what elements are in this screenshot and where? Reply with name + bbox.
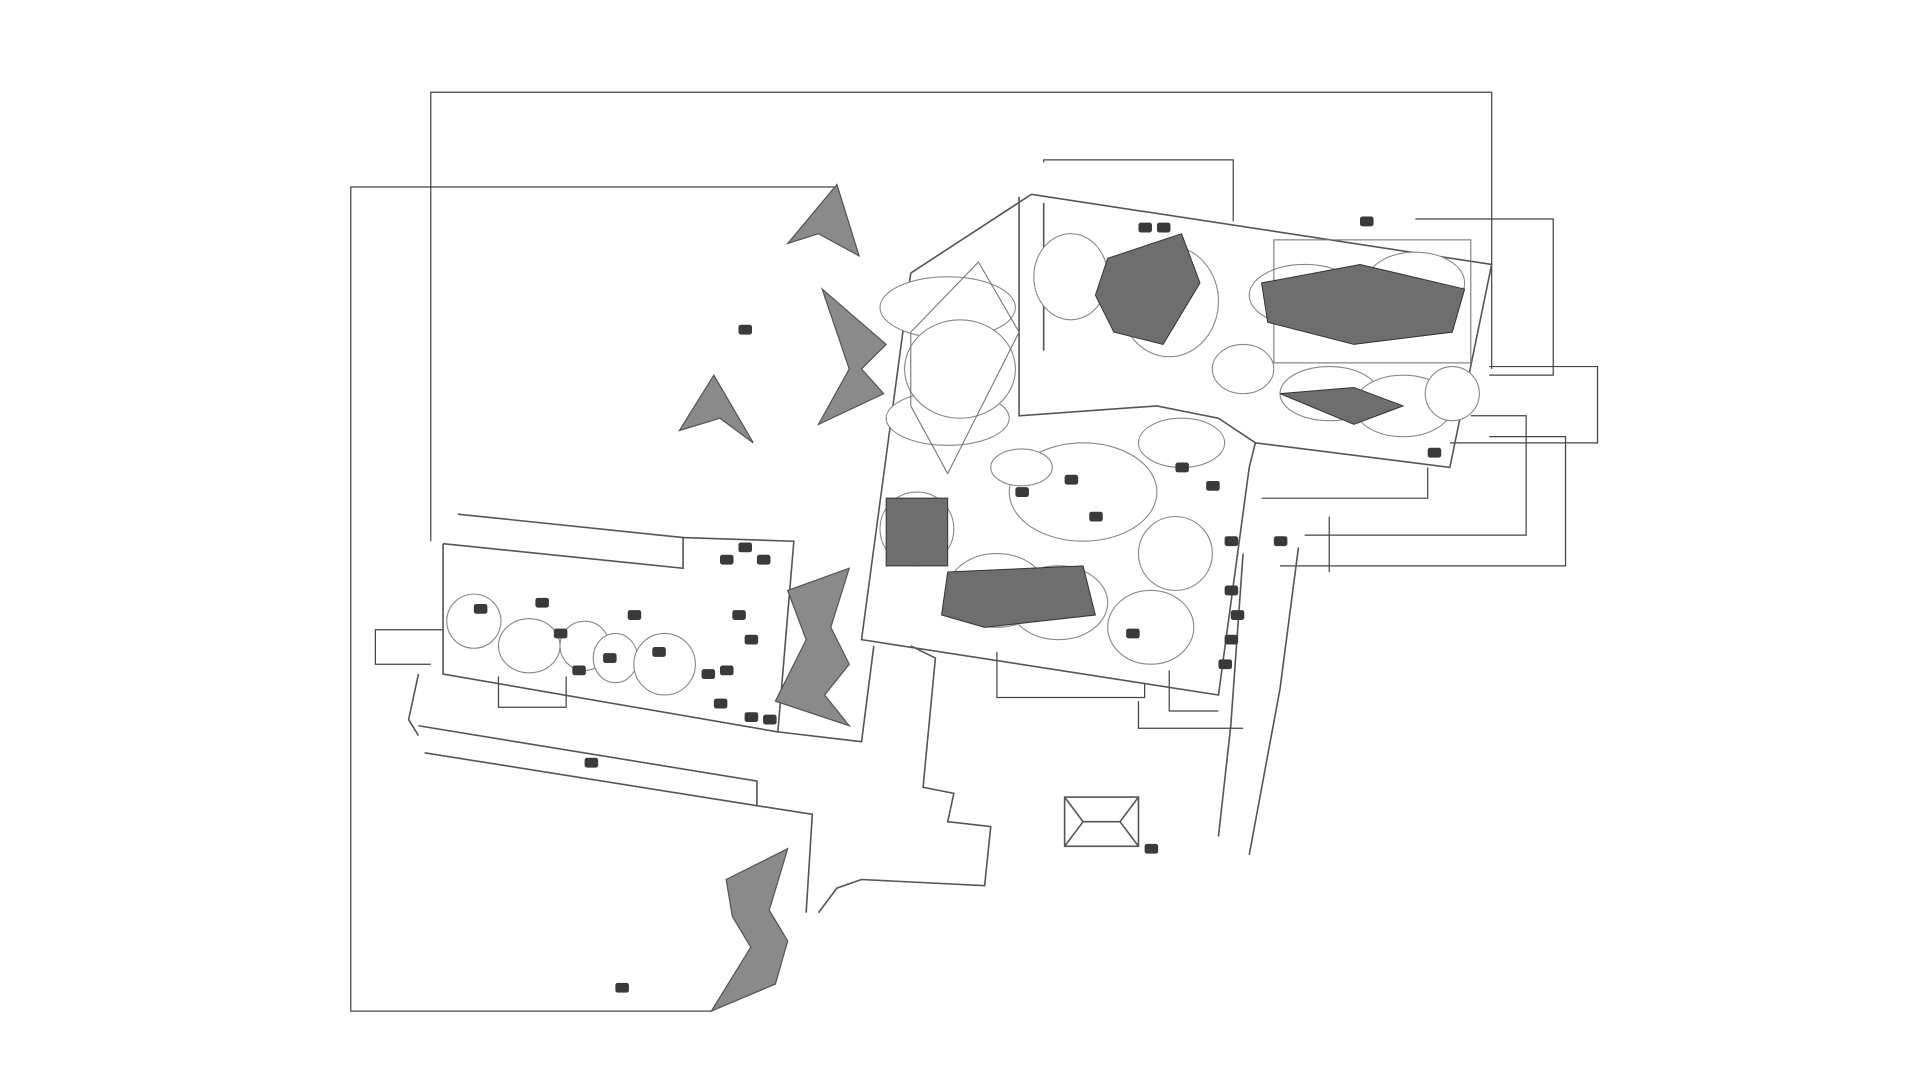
dimension-lines (350, 91, 1599, 1012)
play-equipment-icon (615, 982, 629, 993)
dimension-line (1304, 415, 1527, 536)
play-equipment-icon (1144, 843, 1159, 854)
play-equipment-icon (738, 542, 752, 553)
play-equipment-icon (1156, 222, 1171, 233)
boundary-line (1018, 196, 1256, 444)
play-equipment-icon (1273, 536, 1288, 547)
play-equipment-icon (732, 610, 746, 620)
dimension-line (1280, 436, 1567, 567)
boundary-line (777, 645, 875, 743)
play-zone (1033, 233, 1109, 321)
play-equipment-icon (603, 653, 617, 664)
play-equipment (473, 216, 1466, 993)
shade-structure-line (1063, 821, 1084, 847)
dimension-line (1168, 670, 1219, 712)
shade-structure-line (1119, 821, 1140, 847)
play-equipment-icon (553, 628, 568, 639)
boundary-line (442, 536, 795, 733)
dimension-line (350, 186, 837, 1012)
play-equipment-icon (1224, 536, 1239, 547)
play-zone (1137, 417, 1226, 468)
play-zone (990, 448, 1053, 487)
play-zone (1137, 516, 1213, 591)
play-equipment-icon (720, 554, 734, 565)
shade-structure (1063, 796, 1140, 848)
shade-sail-icon (785, 183, 861, 258)
play-equipment-icon (1138, 222, 1152, 233)
play-equipment-icon (744, 634, 759, 645)
play-equipment-icon (738, 324, 752, 335)
play-zone (910, 261, 1020, 475)
play-equipment-icon (1427, 447, 1442, 458)
dimension-line (497, 676, 567, 708)
dimension-line (1261, 467, 1429, 499)
boundary-line (1217, 553, 1244, 837)
play-equipment-icon (473, 603, 488, 614)
shade-sail-icon (709, 847, 789, 1013)
play-zone (633, 632, 696, 696)
shade-structure-line (1063, 796, 1140, 823)
dimension-line (430, 91, 1493, 542)
play-equipment-icon (1224, 634, 1239, 645)
play-equipment-icon (1206, 480, 1220, 491)
play-equipment-icon (572, 665, 586, 676)
boundary-line (861, 645, 992, 887)
boundary-line (817, 878, 862, 914)
play-zone (1211, 343, 1275, 395)
play-equipment-icon (627, 610, 642, 620)
play-structure (1260, 263, 1466, 345)
play-zone (1424, 366, 1480, 422)
play-equipment-icon (701, 669, 716, 679)
play-equipment-icon (713, 698, 728, 709)
dimension-line (1449, 365, 1599, 444)
play-structure (885, 497, 949, 567)
play-equipment-icon (535, 597, 549, 608)
play-equipment-icon (1175, 462, 1189, 473)
shade-sail-icon (816, 287, 888, 426)
shade-sails (677, 183, 888, 1013)
dimension-line (1415, 218, 1554, 376)
play-zone (497, 618, 561, 674)
boundary-line (457, 513, 684, 539)
dimension-line (996, 651, 1146, 699)
play-equipment-icon (720, 665, 734, 676)
shade-sail-icon (774, 567, 852, 727)
play-equipment-icon (1064, 474, 1079, 485)
dimension-line (1043, 159, 1234, 222)
play-equipment-icon (1230, 610, 1245, 620)
play-equipment-icon (652, 647, 666, 657)
play-structure (1094, 233, 1201, 345)
dimension-line (1137, 701, 1244, 729)
play-equipment-icon (1218, 659, 1232, 670)
boundary-line (1248, 547, 1300, 856)
play-equipment-icon (756, 554, 771, 565)
site-boundaries (407, 193, 1493, 914)
play-zone (904, 319, 1016, 419)
play-equipment-icon (744, 712, 759, 723)
play-equipment-icon (1126, 628, 1140, 639)
play-structure (1279, 386, 1405, 425)
boundary-line (424, 752, 758, 807)
play-zone (1107, 589, 1195, 665)
play-equipment-icon (763, 714, 777, 725)
play-zone (446, 593, 502, 649)
play-equipment-icon (1089, 511, 1103, 522)
play-equipment-icon (1015, 487, 1029, 497)
play-equipment-icon (1224, 585, 1239, 596)
play-equipment-icon (584, 757, 599, 768)
boundary-line (407, 673, 420, 736)
dimension-line (374, 629, 444, 665)
shade-sail-icon (677, 373, 754, 444)
play-structure (940, 565, 1096, 628)
play-equipment-icon (1360, 216, 1374, 227)
